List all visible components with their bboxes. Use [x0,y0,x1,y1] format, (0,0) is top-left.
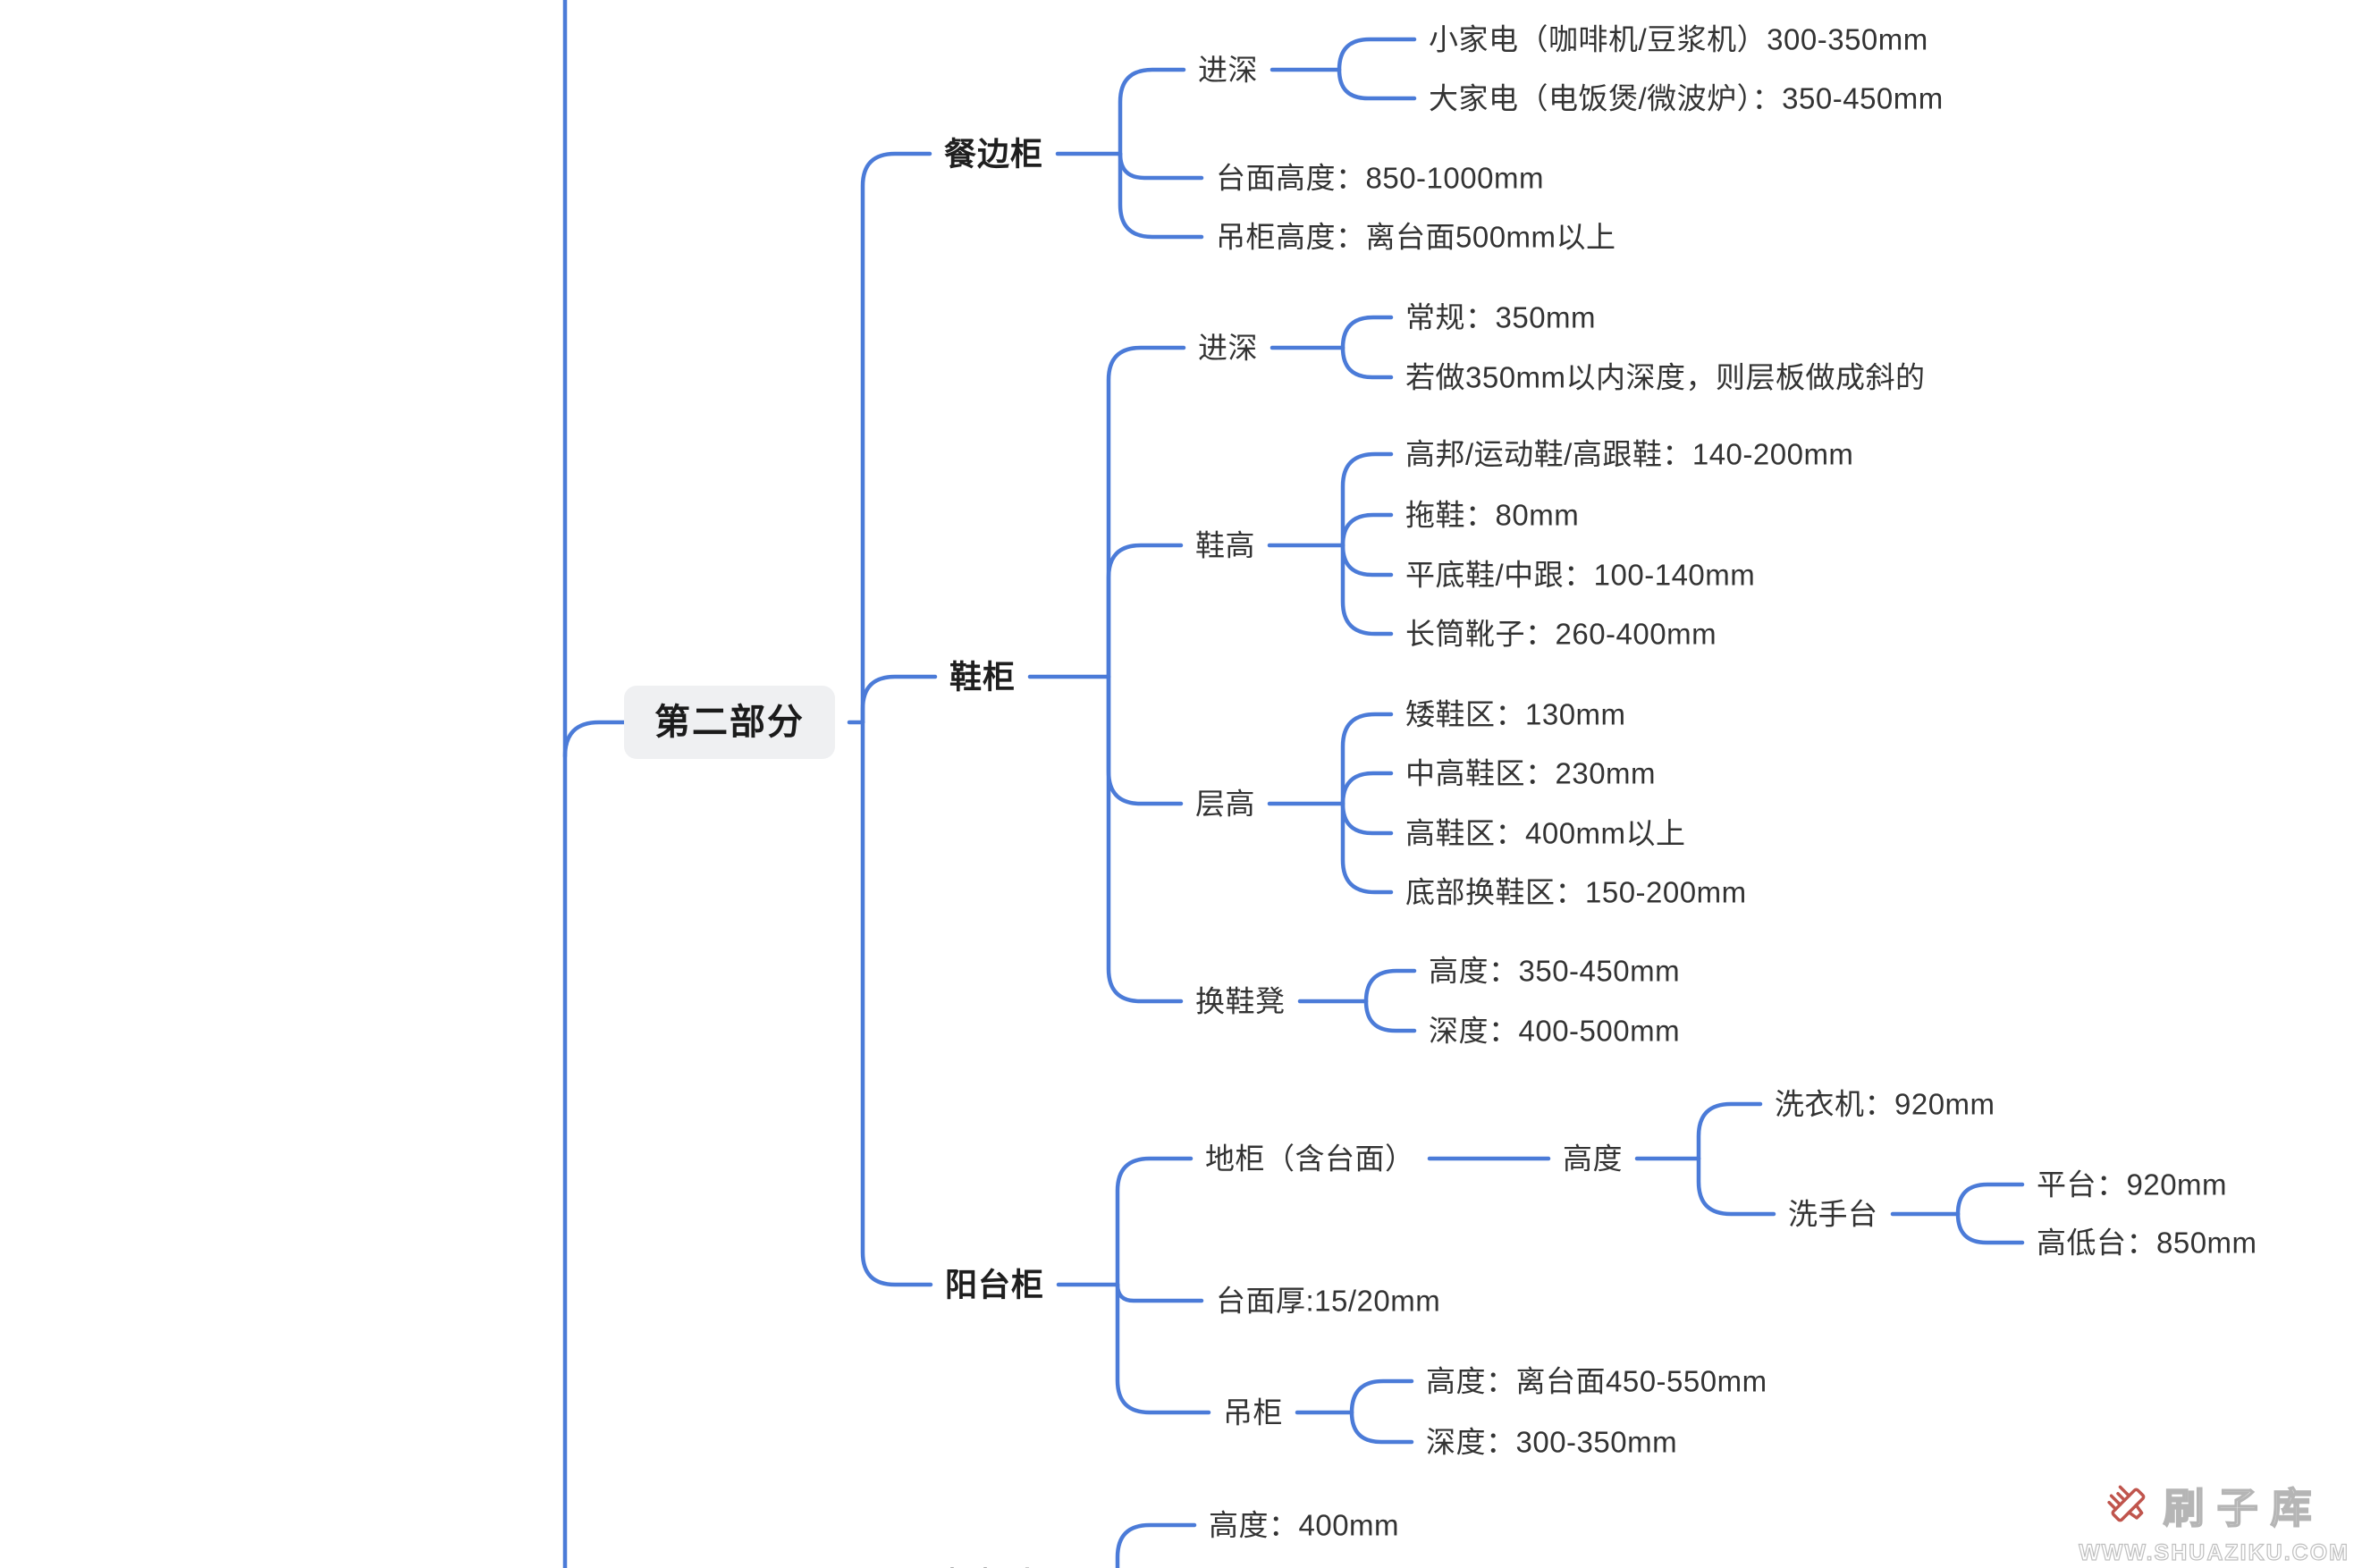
mindmap-node-big-appliance[interactable]: 大家电（电饭煲/微波炉）：350-450mm [1429,81,1944,115]
mindmap-node-flat-shoes[interactable]: 平底鞋/中跟：100-140mm [1405,558,1756,592]
mindmap-node-shoe-height[interactable]: 鞋高 [1195,528,1255,562]
mindmap-node-bench-height[interactable]: 高度：350-450mm [1429,954,1681,988]
mindmap-node-layer-height[interactable]: 层高 [1195,787,1255,821]
mindmap-node-wash-basin[interactable]: 洗手台 [1788,1197,1878,1231]
mindmap-node-shoe-depth-slant[interactable]: 若做350mm以内深度，则层板做成斜的 [1405,360,1926,394]
mindmap-node-small-appliance[interactable]: 小家电（咖啡机/豆浆机）300-350mm [1429,22,1928,56]
mindmap-node-base-cabinet[interactable]: 地柜（含台面） [1205,1142,1415,1176]
mindmap-node-shoe-depth[interactable]: 进深 [1198,331,1258,365]
mindmap-node-mid-shoe-zone[interactable]: 中高鞋区：230mm [1405,756,1657,790]
mindmap-node-wall-cabinet-height[interactable]: 高度：离台面450-550mm [1426,1364,1767,1398]
watermark: 刷子库 WWW.SHUAZIKU.COM [2079,1481,2349,1564]
watermark-brand: 刷子库 [2163,1485,2324,1531]
mindmap-node-sideboard-wall-cabinet-height[interactable]: 吊柜高度：离台面500mm以上 [1216,220,1616,254]
mindmap-node-wall-cabinet-depth[interactable]: 深度：300-350mm [1426,1425,1678,1459]
mindmap-node-sideboard-counter-height[interactable]: 台面高度：850-1000mm [1216,161,1544,195]
mindmap-node-tall-boots[interactable]: 长筒靴子：260-400mm [1405,617,1717,651]
mindmap-node-shoe-depth-normal[interactable]: 常规：350mm [1405,300,1597,334]
mindmap-node-tatami[interactable]: 榻榻米 [945,1564,1044,1568]
mindmap-node-sideboard[interactable]: 餐边柜 [944,135,1044,173]
mindmap-node-bench-depth[interactable]: 深度：400-500mm [1429,1014,1681,1048]
mindmap-node-part-2[interactable]: 第二部分 [624,686,835,759]
mindmap-node-sideboard-depth[interactable]: 进深 [1198,53,1258,87]
mindmap-node-shoe-bench[interactable]: 换鞋凳 [1195,984,1286,1018]
mindmap-node-shoe-cabinet[interactable]: 鞋柜 [949,658,1017,695]
mindmap-node-low-shoe-zone[interactable]: 矮鞋区：130mm [1405,697,1626,731]
mindmap-node-tatami-height[interactable]: 高度：400mm [1209,1508,1400,1542]
mindmap-node-flat-counter[interactable]: 平台：920mm [2037,1168,2228,1201]
mindmap-node-split-level-counter[interactable]: 高低台：850mm [2037,1226,2257,1260]
mindmap-node-counter-thickness[interactable]: 台面厚:15/20mm [1216,1284,1441,1318]
mindmap-node-washing-machine[interactable]: 洗衣机：920mm [1775,1087,1995,1121]
mindmap-node-slippers[interactable]: 拖鞋：80mm [1405,498,1580,532]
mindmap-node-balcony-cabinet[interactable]: 阳台柜 [945,1266,1045,1303]
mindmap-node-bottom-change-zone[interactable]: 底部换鞋区：150-200mm [1405,875,1747,909]
mindmap-node-high-shoe-zone[interactable]: 高鞋区：400mm以上 [1405,816,1686,850]
brush-icon [2105,1481,2155,1535]
mindmap-node-hightop-shoes[interactable]: 高邦/运动鞋/高跟鞋：140-200mm [1405,437,1854,471]
mindmap-node-balcony-wall-cabinet[interactable]: 吊柜 [1223,1395,1283,1429]
watermark-url: WWW.SHUAZIKU.COM [2079,1540,2349,1565]
mindmap-node-base-cabinet-height[interactable]: 高度 [1563,1142,1623,1176]
